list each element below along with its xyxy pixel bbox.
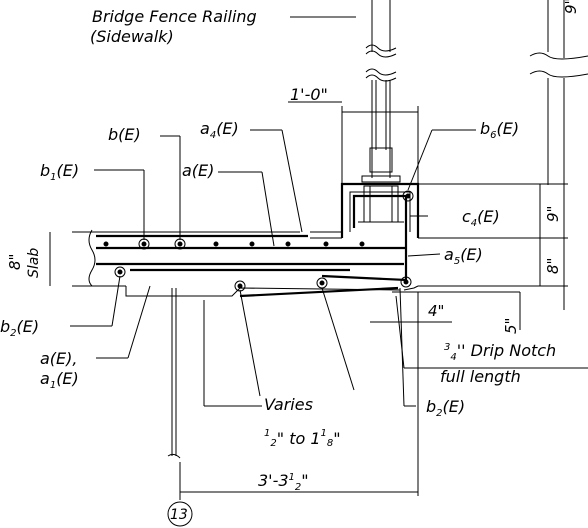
label-a-e: a(E) xyxy=(182,161,214,180)
railing-post xyxy=(358,0,404,223)
label-b1-e: b1(E) xyxy=(40,161,79,183)
label-b-e: b(E) xyxy=(108,125,141,144)
dimension-lines xyxy=(49,101,568,496)
callout-circle xyxy=(167,501,193,527)
curb-outline xyxy=(340,182,420,238)
top-mat-bars xyxy=(96,190,414,282)
callout-number: 13 xyxy=(170,507,188,523)
label-b2-right: b2(E) xyxy=(426,397,465,419)
label-c4-e: c4(E) xyxy=(462,207,500,229)
right-extension-breaks xyxy=(529,0,588,310)
dim-four-in: 4" xyxy=(428,302,444,320)
label-a1-e: a1(E) xyxy=(40,369,79,391)
label-b2-left: b2(E) xyxy=(0,317,39,339)
dim-five-in: 5" xyxy=(502,318,520,334)
dim-one-foot: 1'-0" xyxy=(290,85,328,104)
label-a5-e: a5(E) xyxy=(444,245,483,267)
label-sidewalk: (Sidewalk) xyxy=(90,27,174,46)
dim-eight-in: 8" xyxy=(544,258,562,274)
dim-nine-top: 9" xyxy=(562,0,580,14)
label-a4-e: a4(E) xyxy=(200,119,239,141)
label-full-length: full length xyxy=(440,367,521,386)
label-b6-e: b6(E) xyxy=(480,119,519,141)
label-drip-notch: 34'' Drip Notch xyxy=(444,341,556,363)
leaders xyxy=(70,16,476,407)
dim-overall: 3'-312" xyxy=(258,471,309,493)
label-a-e-comma: a(E), xyxy=(40,349,77,368)
label-varies: Varies xyxy=(264,395,313,414)
label-varies-range: 12" to 118" xyxy=(264,428,341,449)
dim-nine-in: 9" xyxy=(544,206,562,222)
label-slab: Slab xyxy=(26,248,42,278)
girder-web xyxy=(167,288,181,500)
bottom-mat-bars xyxy=(96,262,412,292)
label-fence-railing: Bridge Fence Railing xyxy=(92,7,257,26)
dim-eight-slab: 8" xyxy=(6,254,24,270)
